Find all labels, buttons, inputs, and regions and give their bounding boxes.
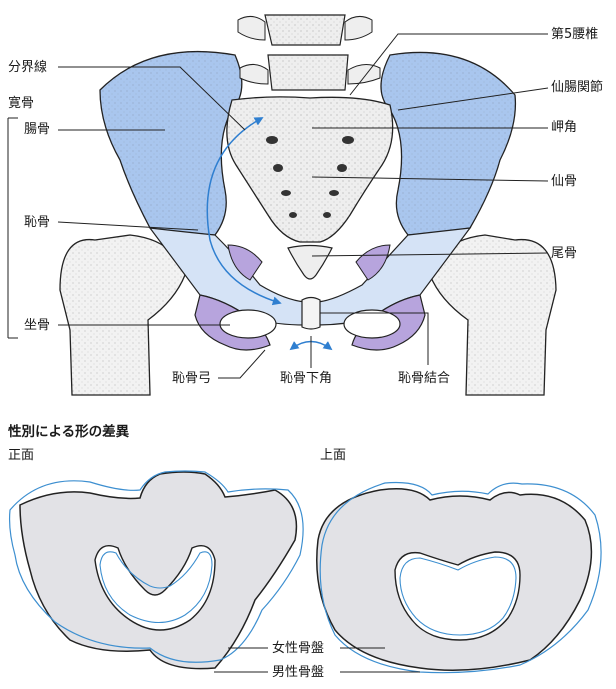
label-kankotsu: 寛骨 (8, 96, 35, 111)
male-pelvis-label: 男性骨盤 (272, 665, 325, 680)
label-bikotsu: 尾骨 (551, 246, 578, 261)
coccyx (287, 244, 333, 280)
leader-lines-bottom (214, 647, 420, 673)
front-female-outline (8, 470, 304, 663)
lumbar-vertebrae (237, 14, 381, 91)
label-chikotsu: 恥骨 (24, 215, 51, 230)
top-view-label: 上面 (320, 448, 347, 463)
label-chikotsukakaku: 恥骨下角 (280, 371, 333, 386)
front-inlet-female (99, 551, 213, 624)
front-view-comparison (8, 470, 304, 670)
female-pelvis-label: 女性骨盤 (272, 641, 325, 656)
label-chikotsuketsugo: 恥骨結合 (398, 371, 451, 386)
label-chokotsu: 腸骨 (24, 122, 51, 137)
pubic-symphysis (301, 296, 321, 330)
left-obturator-foramen (219, 309, 277, 339)
label-senkotsu: 仙骨 (551, 174, 578, 189)
top-female-outline (319, 481, 602, 674)
label-bunkaisen: 分界線 (8, 60, 48, 75)
label-chikotsukyu: 恥骨弓 (172, 371, 212, 386)
label-kokaku: 岬角 (551, 120, 578, 135)
top-inlet-female (399, 556, 517, 636)
top-inlet-male (394, 551, 521, 641)
left-femur (59, 234, 186, 396)
pelvic-brim-arrow (206, 117, 282, 306)
top-view-comparison (316, 481, 602, 674)
front-male-pelvis (19, 471, 298, 670)
label-zakotsu: 坐骨 (24, 318, 51, 333)
leader-lines-top (7, 33, 549, 379)
label-senchokansetsu: 仙腸関節 (551, 80, 604, 95)
right-obturator-foramen (343, 309, 401, 339)
label-dai5yotsui: 第5腰椎 (551, 27, 599, 42)
front-view-label: 正面 (8, 448, 35, 463)
comparison-heading: 性別による形の差異 (8, 424, 130, 440)
